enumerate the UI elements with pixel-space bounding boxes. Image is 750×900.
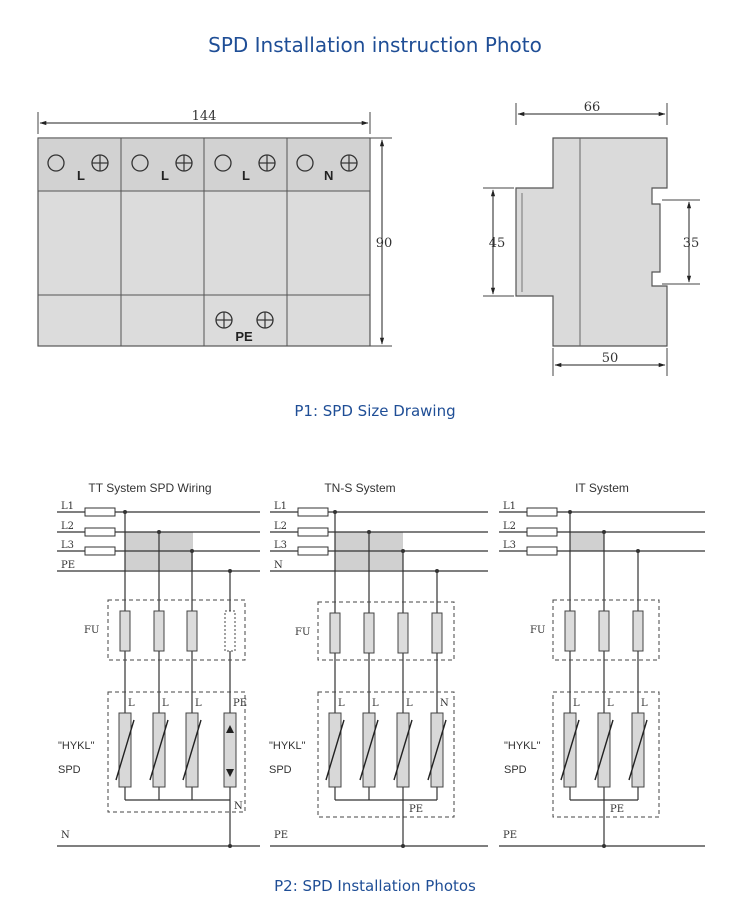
pe-junction-label: PE (610, 804, 624, 815)
spd-terminal-label: L (573, 698, 580, 709)
spd-label-1: "HYKL" (504, 740, 541, 752)
bus-label: L2 (274, 521, 287, 532)
module-label-1: L (77, 168, 85, 183)
bottom-bus-label: PE (274, 830, 288, 841)
spd-label-1: "HYKL" (269, 740, 306, 752)
bottom-bus-label: PE (503, 830, 517, 841)
bus-label: L2 (503, 521, 516, 532)
caption-installation: P2: SPD Installation Photos (274, 877, 476, 895)
side-view-drawing: 66 45 35 50 (483, 100, 700, 376)
spd-terminal-label: L (128, 698, 135, 709)
pe-junction-label: PE (409, 804, 423, 815)
side-base-dim: 50 (602, 351, 619, 366)
svg-text:N: N (234, 801, 243, 812)
spd-label-2: SPD (504, 764, 527, 776)
spd-terminal-label: L (338, 698, 345, 709)
fu-label: FU (84, 625, 99, 636)
bus-label: N (274, 560, 283, 571)
spd-terminal-label: L (641, 698, 648, 709)
module-label-3: L (242, 168, 250, 183)
spd-terminal-label: L (195, 698, 202, 709)
spd-terminal-label: PE (233, 698, 247, 709)
module-label-4: N (324, 168, 333, 183)
bus-label: L3 (274, 540, 287, 551)
side-right-dim: 35 (683, 236, 700, 251)
front-view-drawing: 144 90 L L L N (37, 109, 393, 347)
front-height-dim: 90 (376, 236, 393, 251)
fu-label: FU (530, 625, 545, 636)
page-title: SPD Installation instruction Photo (208, 33, 542, 57)
module-label-2: L (161, 168, 169, 183)
spd-terminal-label: L (607, 698, 614, 709)
bus-label: L1 (61, 501, 74, 512)
side-left-dim: 45 (489, 236, 506, 251)
system-title: TN-S System (324, 481, 395, 495)
spd-terminal-label: N (440, 698, 449, 709)
pe-terminal-label: PE (235, 329, 253, 344)
spd-label-2: SPD (58, 764, 81, 776)
system-title: TT System SPD Wiring (88, 481, 211, 495)
bus-label: L3 (61, 540, 74, 551)
spd-terminal-label: L (372, 698, 379, 709)
bus-label: L1 (274, 501, 287, 512)
side-width-dim: 66 (584, 100, 601, 115)
spd-label-1: "HYKL" (58, 740, 95, 752)
side-body (515, 137, 668, 347)
spd-terminal-label: L (162, 698, 169, 709)
spd-terminal-label: L (406, 698, 413, 709)
bottom-bus-label: N (61, 830, 70, 841)
caption-size-drawing: P1: SPD Size Drawing (294, 402, 456, 420)
spd-label-2: SPD (269, 764, 292, 776)
bus-label: PE (61, 560, 75, 571)
front-width-dim: 144 (192, 109, 217, 124)
bus-label: L2 (61, 521, 74, 532)
bus-label: L3 (503, 540, 516, 551)
bus-label: L1 (503, 501, 516, 512)
fu-label: FU (295, 627, 310, 638)
system-title: IT System (575, 481, 629, 495)
